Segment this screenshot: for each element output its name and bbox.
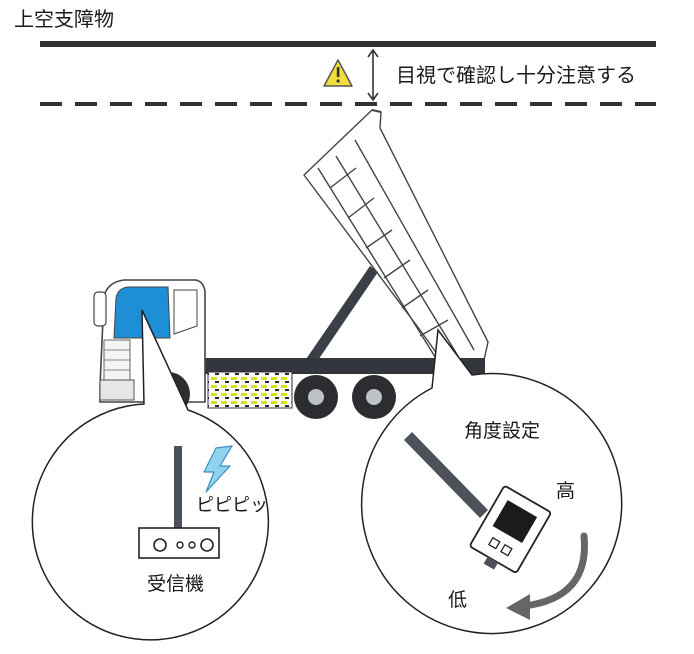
side-mirror: [93, 291, 107, 327]
angle-callout: [360, 328, 623, 635]
truck-chassis: [200, 358, 485, 374]
angle-sensor: [404, 432, 552, 573]
warning-icon: [323, 59, 353, 87]
receiver-sound-text: ピピピッ: [196, 495, 268, 516]
clearance-arrow-icon: [367, 48, 379, 102]
side-guard: [207, 371, 293, 409]
angle-title: 角度設定: [464, 420, 540, 442]
rear-wheel: [352, 375, 396, 419]
rotation-arrow-icon: [506, 532, 588, 620]
front-bumper: [99, 379, 135, 401]
receiver-label: 受信機: [147, 573, 204, 595]
rear-wheel: [294, 375, 338, 419]
receiver-antenna: [174, 446, 182, 528]
angle-low-label: 低: [448, 589, 467, 611]
hoist-cylinder: [304, 266, 378, 366]
caution-text: 目視で確認し十分注意する: [396, 63, 636, 87]
overhead-title: 上空支障物: [14, 7, 114, 31]
dump-bed: [303, 109, 489, 373]
receiver-unit: [138, 527, 220, 559]
signal-icon: [203, 445, 233, 493]
cab-side-window: [173, 289, 198, 335]
angle-high-label: 高: [556, 480, 575, 502]
